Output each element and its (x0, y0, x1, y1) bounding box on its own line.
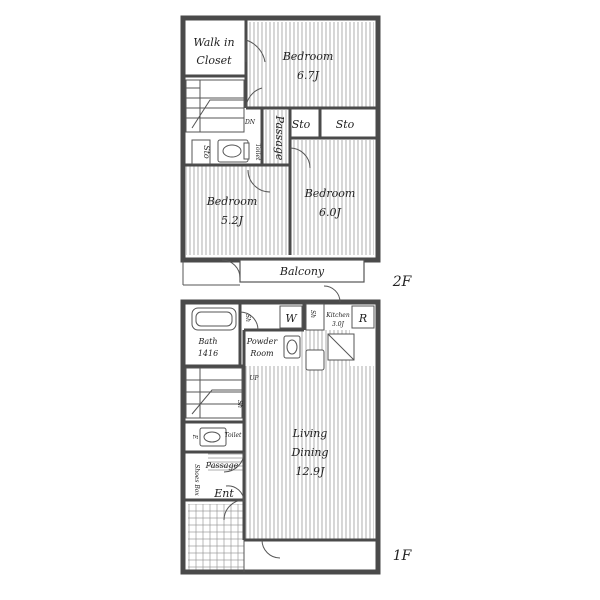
shelf-1-label: Sh (244, 314, 251, 322)
storage-1f-label: E (191, 434, 198, 440)
powder-room-label-line1: Powder (246, 337, 279, 346)
walk-in-closet-label-line1: Walk in (193, 36, 234, 49)
bedroom-5-2-floor (186, 165, 290, 255)
passage-2f-label: Passage (273, 115, 286, 161)
floor-1f-label: 1F (393, 548, 413, 564)
bedroom-6-7-name: Bedroom (282, 50, 334, 63)
bedroom-5-2-name: Bedroom (206, 195, 258, 208)
bedroom-6-0-name: Bedroom (304, 187, 356, 200)
bath-label-size: 1416 (198, 349, 218, 358)
washer-label: W (285, 312, 298, 325)
entrance-tile (188, 504, 244, 572)
powder-room-label-line2: Room (249, 349, 274, 358)
passage-2f-floor (262, 110, 290, 165)
bath-label-name: Bath (197, 337, 217, 346)
walk-in-closet-label-line2: Closet (196, 54, 232, 67)
entrance-label: Ent (213, 487, 234, 500)
floor-2f-label: 2F (392, 274, 413, 290)
bathtub (191, 307, 237, 331)
shoes-box-label: Shoes Box (193, 464, 200, 496)
shelf-3-label: Sh (309, 310, 316, 318)
living-label-2: Dining (290, 446, 328, 459)
bedroom-6-0-floor (290, 140, 374, 255)
balcony (239, 259, 365, 283)
bedroom-6-7-size: 6.7J (297, 69, 319, 82)
staircase-1f (185, 367, 243, 419)
staircase-2f (185, 79, 245, 133)
kitchen-counter (305, 303, 325, 331)
refrigerator-label: R (358, 312, 367, 325)
kitchen-sink (305, 349, 325, 371)
storage-2f-1-label: Sto (292, 118, 311, 131)
living-label-size: 12.9J (296, 465, 325, 478)
shelf-2-label: Sh (236, 400, 243, 408)
floor-1f: Bath 1416 Powder Room W Kitchen 3.0J R L… (180, 285, 413, 575)
toilet-2f (217, 139, 250, 163)
toilet-1f-label: Toilet (225, 432, 243, 439)
kitchen-label-size: 3.0J (332, 321, 345, 328)
passage-1f-floor (208, 452, 244, 472)
washer-box (279, 305, 303, 329)
toilet-2f-label: Toilet (254, 144, 261, 162)
living-label-1: Living (292, 427, 328, 440)
storage-2f-3-label: Sto (202, 145, 211, 159)
toilet-1f (199, 427, 227, 447)
bedroom-6-7-floor (248, 22, 374, 108)
living-dining-floor (244, 366, 374, 540)
bedroom-6-0-size: 6.0J (319, 206, 341, 219)
refrigerator-box (351, 305, 375, 329)
floor-2f: Walk in Closet Bedroom 6.7J Bedroom 5.2J… (180, 15, 413, 290)
bedroom-5-2-size: 5.2J (221, 214, 243, 227)
storage-2f-2-label: Sto (336, 118, 355, 131)
stair-up-label: UP (249, 375, 259, 382)
kitchen-label-name: Kitchen (325, 312, 350, 319)
passage-1f-label: Passage (205, 461, 239, 470)
balcony-label: Balcony (279, 265, 325, 278)
stair-down-label: DN (244, 119, 256, 126)
